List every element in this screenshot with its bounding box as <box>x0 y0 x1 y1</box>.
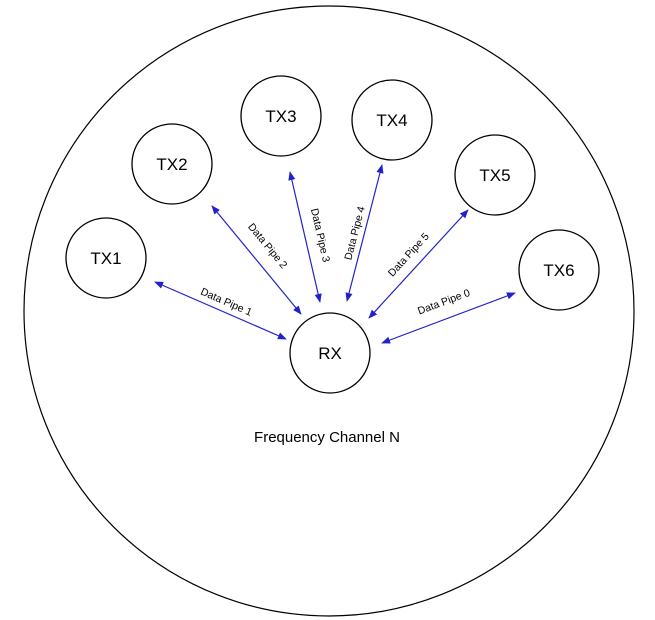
data-pipe-4-arrow <box>345 164 384 302</box>
tx5-node: TX5 <box>454 134 536 216</box>
tx2-node: TX2 <box>131 123 213 205</box>
data-pipe-1-label: Data Pipe 1 <box>199 286 254 319</box>
frequency-channel-caption: Frequency Channel N <box>254 429 400 446</box>
tx3-node: TX3 <box>240 75 322 157</box>
data-pipe-2-arrow <box>211 205 302 315</box>
tx1-label: TX1 <box>90 249 121 268</box>
data-pipe-5-label: Data Pipe 5 <box>386 231 432 280</box>
tx3-label: TX3 <box>265 107 296 126</box>
data-pipe-2-label: Data Pipe 2 <box>245 221 289 271</box>
tx5-label: TX5 <box>479 166 510 185</box>
tx4-node: TX4 <box>351 79 433 161</box>
tx1-node: TX1 <box>65 217 147 299</box>
data-pipe-3-label: Data Pipe 3 <box>308 207 332 263</box>
tx4-label: TX4 <box>376 111 407 130</box>
data-pipe-1-arrow <box>154 281 287 340</box>
tx2-label: TX2 <box>156 155 187 174</box>
data-pipes <box>154 164 516 344</box>
rx-node: RX <box>289 312 371 394</box>
tx6-label: TX6 <box>543 261 574 280</box>
frequency-channel-boundary <box>23 5 635 617</box>
rx-label: RX <box>318 344 342 363</box>
data-pipe-3-arrow <box>288 171 322 303</box>
data-pipe-0-arrow <box>381 292 516 344</box>
tx6-node: TX6 <box>518 229 600 311</box>
